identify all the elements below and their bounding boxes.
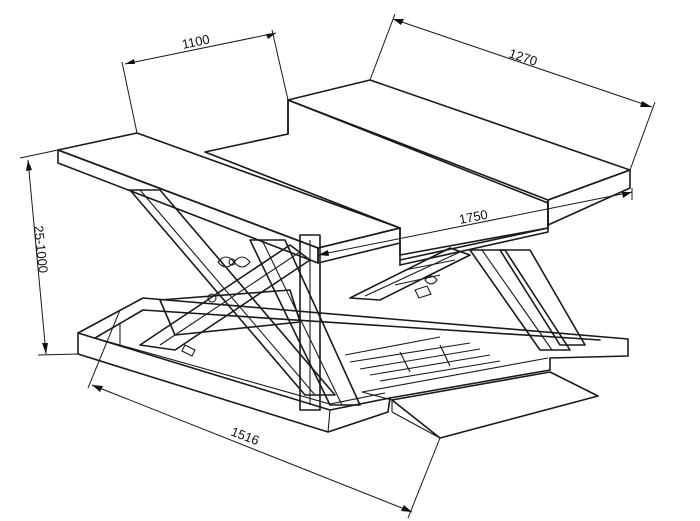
dimension-label-top-width: 1100 — [181, 31, 211, 51]
front-scissor-mechanism — [129, 189, 361, 406]
right-platform — [287, 79, 631, 266]
dimension-label-top-depth: 1270 — [507, 46, 539, 69]
base-rails — [344, 336, 501, 382]
dimension-base-length: 1516 — [87, 309, 441, 519]
dimension-top-width: 1100 — [121, 29, 289, 134]
dimension-label-overall-length: 1750 — [458, 207, 489, 227]
dimension-label-base-length: 1516 — [229, 424, 261, 448]
loading-ramp — [361, 357, 599, 439]
middle-support — [299, 234, 321, 411]
rear-scissor-mechanism — [349, 247, 586, 351]
dimension-overall-length: 1750 — [317, 188, 633, 256]
dimension-label-height-range: 25-1000 — [31, 225, 51, 274]
dimension-height-range: 25-1000 — [19, 149, 79, 356]
dimension-top-depth: 1270 — [369, 13, 656, 171]
left-platform — [57, 132, 401, 264]
